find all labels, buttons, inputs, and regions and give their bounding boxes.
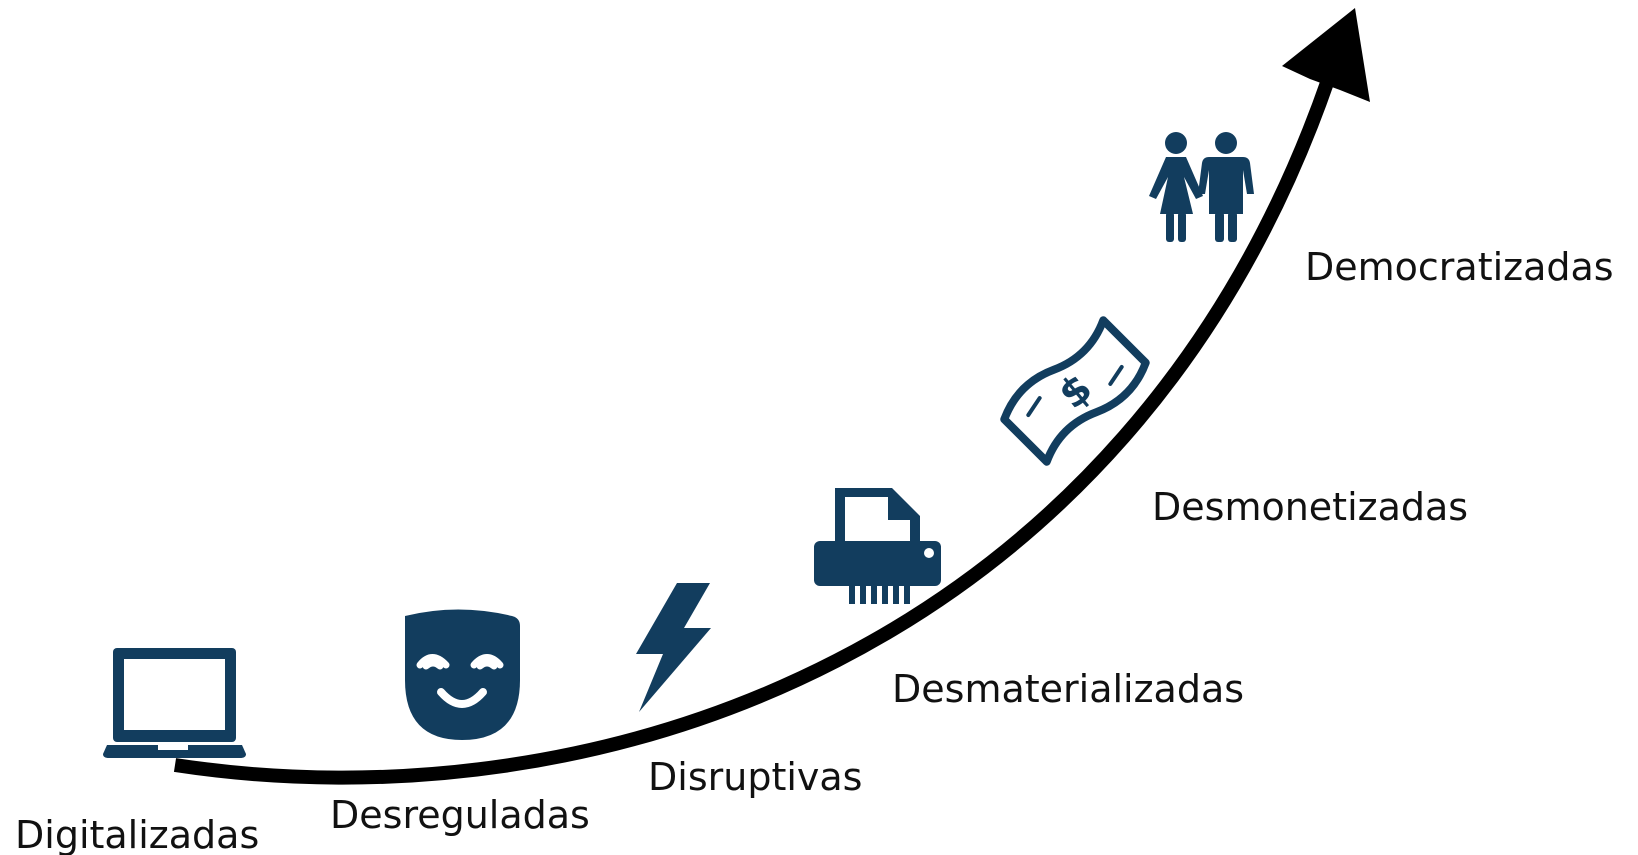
stage-label-disruptivas: Disruptivas [648, 755, 862, 799]
lightning-bolt-icon [636, 583, 711, 712]
stage-label-democratizadas: Democratizadas [1305, 245, 1614, 289]
stage-label-desmaterializadas: Desmaterializadas [892, 667, 1244, 711]
people-icon [1149, 132, 1254, 242]
paper-shredder-icon [814, 488, 941, 604]
stage-label-desreguladas: Desreguladas [330, 793, 590, 837]
dollar-bill-icon: $ [1000, 316, 1150, 466]
stage-label-digitalizadas: Digitalizadas [15, 813, 259, 855]
stage-label-desmonetizadas: Desmonetizadas [1152, 485, 1468, 529]
theater-mask-icon [405, 609, 520, 740]
growth-arrowhead [1282, 8, 1370, 102]
laptop-icon [103, 648, 246, 758]
growth-curve [173, 77, 1335, 785]
